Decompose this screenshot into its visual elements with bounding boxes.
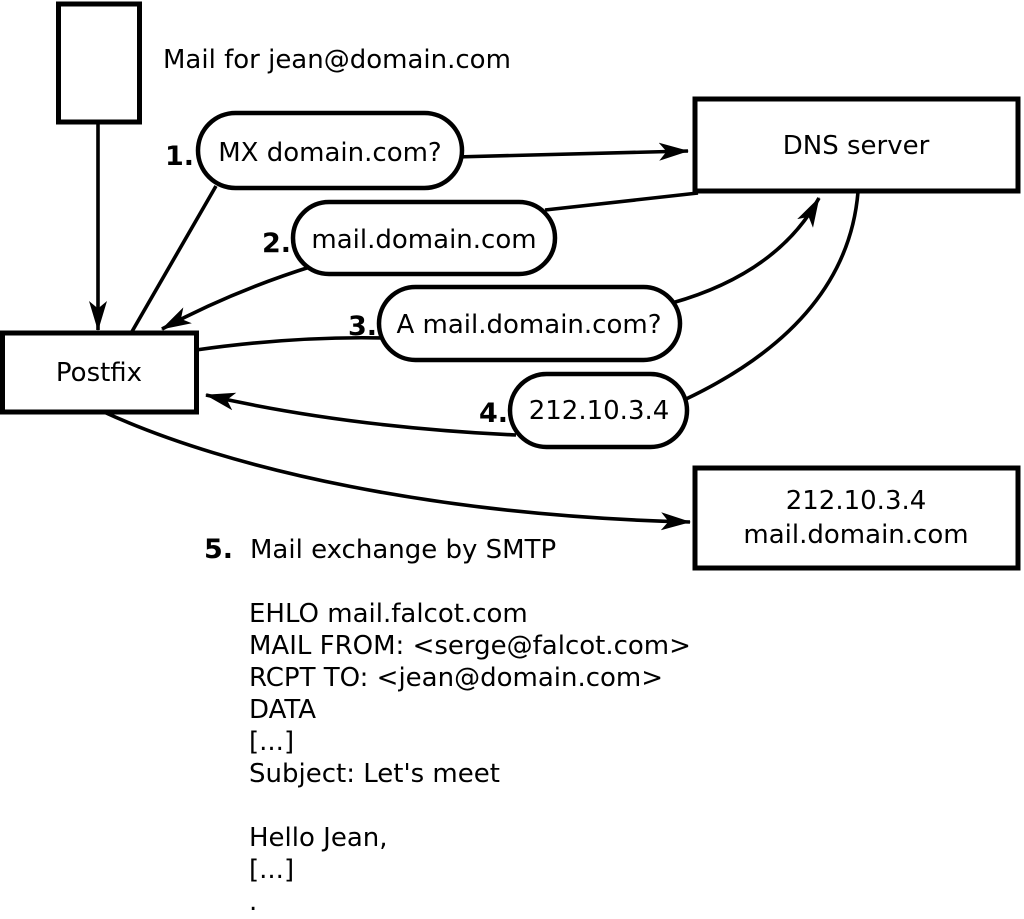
response2-label: mail.domain.com [311,225,536,255]
message-box [56,1,142,125]
line-postfix-to-query3 [195,335,385,352]
query1-pill [195,110,465,191]
line-dns-to-response2 [544,191,699,212]
arrow-query1-to-dns [454,142,689,161]
query1-label: MX domain.com? [218,138,441,168]
step5-label: Mail exchange by SMTP [250,535,556,565]
line-dns-to-response4 [683,191,860,402]
response4-pill [507,371,690,450]
response4-label: 212.10.3.4 [529,396,670,426]
smtp-line: MAIL FROM: <serge@falcot.com> [249,631,691,661]
smtp-line: EHLO mail.falcot.com [249,599,528,629]
smtp-line: . [249,887,257,917]
smtp-session-text: EHLO mail.falcot.com MAIL FROM: <serge@f… [249,599,691,917]
smtp-line: Subject: Let's meet [249,759,500,789]
postfix-label: Postfix [56,358,142,388]
arrow-response4-to-postfix [205,392,517,437]
mail-server-host-label: mail.domain.com [743,520,968,550]
step3-number: 3. [348,311,377,342]
dns-server-label: DNS server [783,131,930,161]
diagram-title: Mail for jean@domain.com [163,45,511,75]
step5-number: 5. [204,534,233,565]
mail-server-ip-label: 212.10.3.4 [786,486,927,516]
arrow-response2-to-postfix [161,264,314,331]
line-postfix-to-query1 [128,185,218,336]
dns-server-box [692,96,1021,194]
query3-pill [376,284,683,363]
step1-number: 1. [165,141,194,172]
connectors [89,122,860,531]
response2-pill [290,199,558,277]
smtp-line: RCPT TO: <jean@domain.com> [249,663,663,693]
smtp-line: Hello Jean, [249,823,388,853]
step2-number: 2. [262,228,291,259]
smtp-line: [...] [249,727,294,757]
smtp-line: [...] [249,855,294,885]
mail-server-box [692,465,1021,571]
arrow-smtp-postfix-to-mailserver [103,410,691,531]
arrow-query3-to-dns [671,197,821,305]
postfix-box [0,330,199,415]
step4-number: 4. [479,398,508,429]
smtp-line: DATA [249,695,316,725]
query3-label: A mail.domain.com? [397,310,662,340]
